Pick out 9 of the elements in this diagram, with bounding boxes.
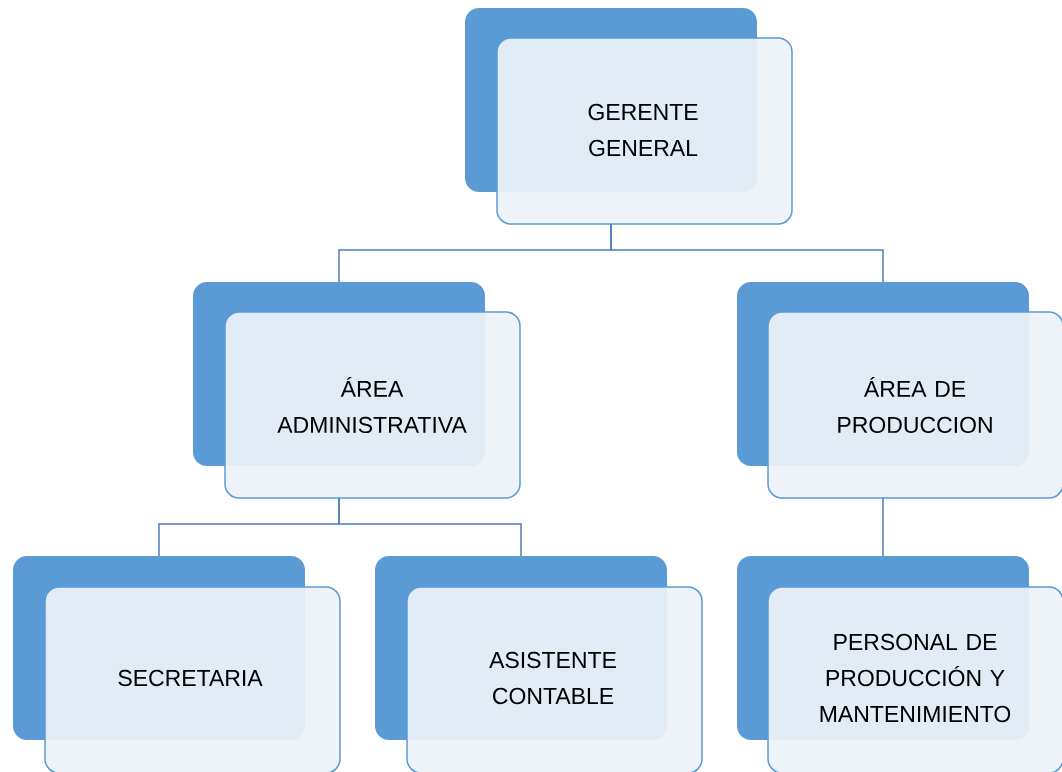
connector-line: [338, 497, 522, 557]
org-box: PERSONAL DE PRODUCCIÓN Y MANTENIMIENTO: [737, 556, 1062, 772]
org-box: SECRETARIA: [13, 556, 341, 772]
org-box: GERENTE GENERAL: [465, 8, 793, 225]
org-box: ÁREA DE PRODUCCION: [737, 282, 1062, 499]
org-box: ÁREA ADMINISTRATIVA: [193, 282, 521, 499]
org-box: ASISTENTE CONTABLE: [375, 556, 703, 772]
connector-line: [882, 497, 884, 557]
connector-line: [610, 223, 884, 283]
